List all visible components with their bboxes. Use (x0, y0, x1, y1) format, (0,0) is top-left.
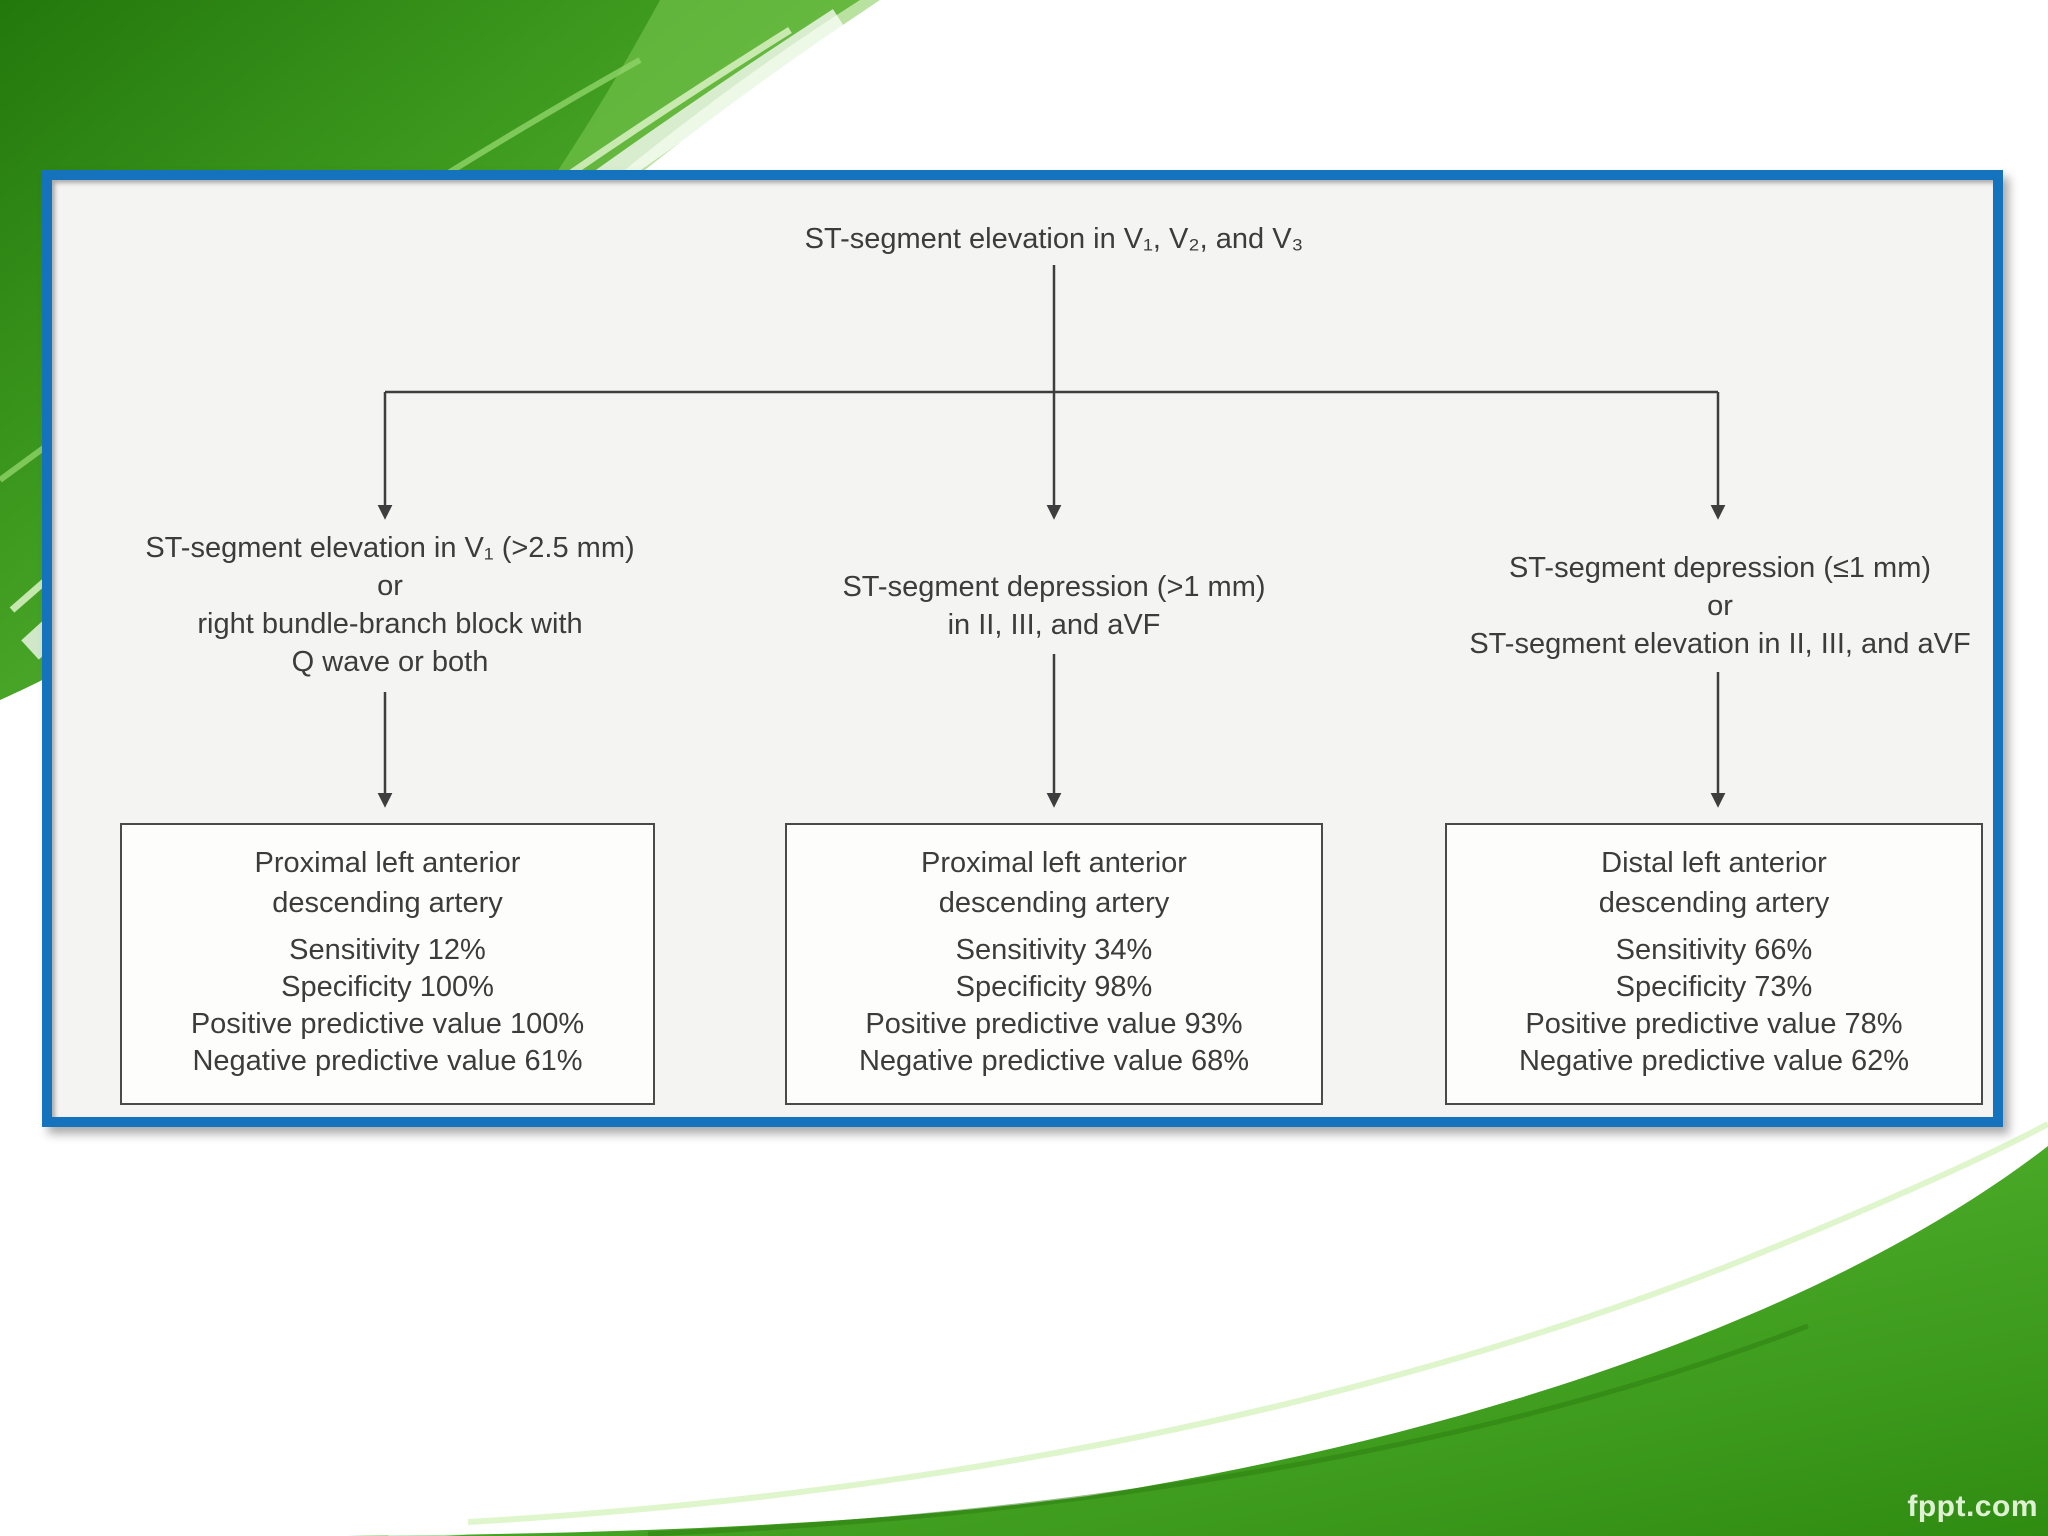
stat-line: Specificity 100% (281, 971, 494, 1003)
result-box-middle: Proximal left anterior descending artery… (785, 823, 1323, 1105)
result-title-line: Distal left anterior (1601, 847, 1827, 879)
branch-condition-left: ST-segment elevation in V₁ (>2.5 mm) or … (90, 529, 690, 681)
bottom-right-swoosh-decoration (348, 1121, 2048, 1536)
stat-line: Negative predictive value 61% (192, 1045, 583, 1077)
condition-line: or (1707, 590, 1733, 622)
condition-line: right bundle-branch block with (197, 608, 583, 640)
stat-line: Positive predictive value 100% (190, 1008, 585, 1040)
stat-line: Sensitivity 66% (1615, 934, 1813, 966)
result-title: Proximal left anterior descending artery (787, 843, 1321, 923)
condition-line: Q wave or both (291, 646, 489, 678)
result-box-left: Proximal left anterior descending artery… (120, 823, 655, 1105)
branch-condition-right: ST-segment depression (≤1 mm) or ST-segm… (1420, 549, 2020, 663)
condition-line: or (377, 570, 403, 602)
condition-line: ST-segment depression (>1 mm) (842, 571, 1266, 603)
result-title: Proximal left anterior descending artery (122, 843, 653, 923)
result-stats: Sensitivity 66% Specificity 73% Positive… (1447, 932, 1981, 1080)
result-stats: Sensitivity 12% Specificity 100% Positiv… (122, 932, 653, 1080)
result-title-line: descending artery (938, 887, 1170, 919)
stat-line: Positive predictive value 93% (865, 1008, 1243, 1040)
result-stats: Sensitivity 34% Specificity 98% Positive… (787, 932, 1321, 1080)
result-title-line: Proximal left anterior (254, 847, 521, 879)
stat-line: Sensitivity 12% (289, 934, 486, 966)
stat-line: Positive predictive value 78% (1525, 1008, 1903, 1040)
node-root-label: ST-segment elevation in V₁, V₂, and V₃ (804, 223, 1304, 255)
result-box-right: Distal left anterior descending artery S… (1445, 823, 1983, 1105)
condition-line: ST-segment depression (≤1 mm) (1508, 552, 1932, 584)
stat-line: Sensitivity 34% (955, 934, 1153, 966)
stat-line: Specificity 98% (955, 971, 1153, 1003)
diagram-panel: ST-segment elevation in V₁, V₂, and V₃ S… (42, 170, 2003, 1127)
result-title-line: descending artery (1598, 887, 1830, 919)
condition-line: ST-segment elevation in II, III, and aVF (1469, 628, 1971, 660)
result-title: Distal left anterior descending artery (1447, 843, 1981, 923)
condition-line: ST-segment elevation in V₁ (>2.5 mm) (145, 532, 635, 564)
branch-condition-middle: ST-segment depression (>1 mm) in II, III… (754, 568, 1354, 644)
stat-line: Negative predictive value 68% (858, 1045, 1250, 1077)
result-title-line: Proximal left anterior (921, 847, 1187, 879)
stat-line: Specificity 73% (1615, 971, 1813, 1003)
result-title-line: descending artery (272, 887, 503, 919)
condition-line: in II, III, and aVF (947, 609, 1161, 641)
fppt-watermark: fppt.com (1907, 1490, 2038, 1523)
stat-line: Negative predictive value 62% (1518, 1045, 1910, 1077)
connector-arrows (377, 265, 1726, 808)
